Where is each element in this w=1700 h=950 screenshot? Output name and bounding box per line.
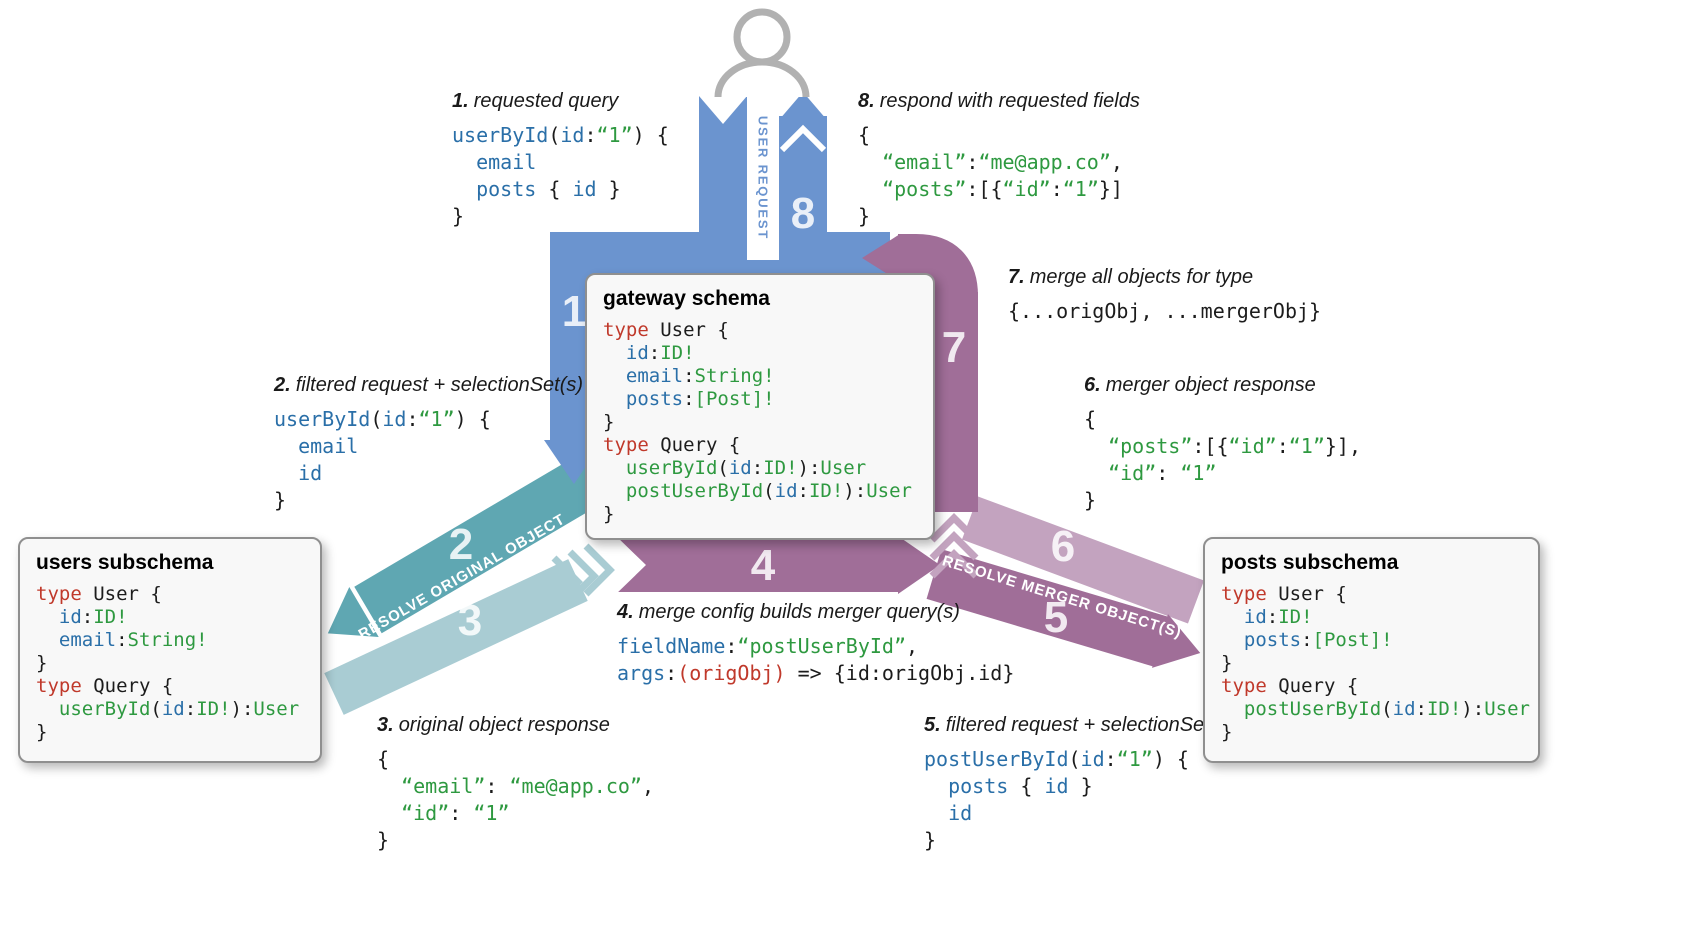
annotation-step-8-number: 8.	[858, 90, 875, 112]
step-badge-1: 1	[561, 287, 587, 336]
user-response-chevron	[779, 124, 827, 153]
merger-object-response-band	[961, 496, 1205, 624]
posts-subschema-box: posts subschema type User { id:ID! posts…	[1203, 537, 1540, 763]
annotation-step-2-text: filtered request + selectionSet(s)	[295, 374, 584, 396]
annotation-step-2-number: 2.	[274, 374, 291, 396]
annotation-step-2: 2.filtered request + selectionSet(s) use…	[274, 374, 583, 514]
annotation-step-7-text: merge all objects for type	[1029, 266, 1254, 288]
resolve-original-arrowhead	[327, 587, 379, 637]
step-badge-6: 6	[1050, 522, 1076, 571]
merger-merge-stripes	[929, 513, 979, 579]
annotation-step-3-label: 3.original object response	[377, 714, 654, 737]
code-block-step-6: { “posts”:[{“id”:“1”}], “id”: “1”}	[1084, 407, 1361, 512]
annotation-step-1: 1.requested query userById(id:“1”) { ema…	[452, 90, 669, 230]
gateway-schema-box: gateway schema type User { id:ID! email:…	[585, 273, 935, 540]
merge-up-elbow	[898, 234, 978, 306]
annotation-step-7-number: 7.	[1008, 266, 1025, 288]
annotation-step-6-text: merger object response	[1105, 374, 1316, 396]
users-subschema-code: type User { id:ID! email:String!}type Qu…	[36, 583, 300, 743]
resolve-original-band	[354, 454, 606, 634]
step-badge-2: 2	[448, 520, 474, 569]
annotation-step-4-label: 4.merge config builds merger query(s)	[617, 601, 1014, 624]
annotation-step-1-label: 1.requested query	[452, 90, 669, 113]
posts-subschema-title: posts subschema	[1221, 551, 1399, 574]
resolve-merger-band	[926, 549, 1170, 667]
user-response-arrowhead	[779, 92, 827, 120]
step-badge-8: 8	[790, 189, 816, 238]
annotation-step-8-label: 8.respond with requested fields	[858, 90, 1140, 113]
code-block-step-8: { “email”:“me@app.co”, “posts”:[{“id”:“1…	[858, 123, 1123, 228]
annotation-step-7-label: 7.merge all objects for type	[1008, 266, 1321, 289]
annotation-step-1-number: 1.	[452, 90, 469, 112]
step-badge-5: 5	[1043, 593, 1069, 642]
annotation-step-5-number: 5.	[924, 714, 941, 736]
original-object-response-band	[324, 559, 588, 715]
code-block-step-7: {...origObj, ...mergerObj}	[1008, 299, 1322, 323]
annotation-step-2-label: 2.filtered request + selectionSet(s)	[274, 374, 583, 397]
user-request-band-notch	[699, 96, 747, 124]
merge-up-arrowhead	[862, 234, 900, 282]
annotation-step-4-number: 4.	[617, 601, 634, 623]
annotation-step-1-text: requested query	[473, 90, 619, 112]
merger-query-band-notch	[614, 534, 646, 596]
annotation-step-3-number: 3.	[377, 714, 394, 736]
annotation-step-5-text: filtered request + selectionSet(s)	[945, 714, 1234, 736]
annotation-step-5: 5.filtered request + selectionSet(s) pos…	[924, 714, 1233, 854]
annotation-step-3: 3.original object response { “email”: “m…	[377, 714, 654, 854]
annotation-step-7: 7.merge all objects for type {...origObj…	[1008, 266, 1321, 325]
annotation-step-8: 8.respond with requested fields { “email…	[858, 90, 1140, 230]
code-block-step-1: userById(id:“1”) { email posts { id }}	[452, 123, 669, 228]
annotation-step-4-text: merge config builds merger query(s)	[638, 601, 960, 623]
annotation-step-6-label: 6.merger object response	[1084, 374, 1361, 397]
annotation-step-8-text: respond with requested fields	[879, 90, 1140, 112]
code-block-step-3: { “email”: “me@app.co”, “id”: “1”}	[377, 747, 654, 852]
gateway-schema-code: type User { id:ID! email:String! posts:[…	[603, 319, 912, 525]
step-badge-4: 4	[750, 541, 776, 590]
merger-query-arrowhead	[898, 536, 940, 594]
gateway-schema-title: gateway schema	[603, 287, 770, 310]
step-badge-7: 7	[941, 323, 967, 372]
annotation-step-4: 4.merge config builds merger query(s) fi…	[617, 601, 1014, 687]
posts-subschema-code: type User { id:ID! posts:[Post]!}type Qu…	[1221, 583, 1530, 743]
annotation-step-5-label: 5.filtered request + selectionSet(s)	[924, 714, 1233, 737]
step-badge-3: 3	[457, 596, 483, 645]
annotation-step-3-text: original object response	[398, 714, 610, 736]
code-block-step-4: fieldName:“postUserById”,args:(origObj) …	[617, 634, 1015, 685]
users-subschema-title: users subschema	[36, 551, 214, 574]
user-request-band-label: USER REQUEST	[755, 115, 771, 241]
annotation-step-6-number: 6.	[1084, 374, 1101, 396]
resolve-merger-arrowhead	[1152, 614, 1201, 668]
code-block-step-2: userById(id:“1”) { email id}	[274, 407, 491, 512]
user-request-label-strip	[747, 94, 779, 260]
original-merge-stripes	[551, 543, 615, 609]
user-icon	[714, 8, 810, 98]
code-block-step-5: postUserById(id:“1”) { posts { id } id}	[924, 747, 1189, 852]
annotation-step-6: 6.merger object response { “posts”:[{“id…	[1084, 374, 1361, 514]
users-subschema-box: users subschema type User { id:ID! email…	[18, 537, 322, 763]
